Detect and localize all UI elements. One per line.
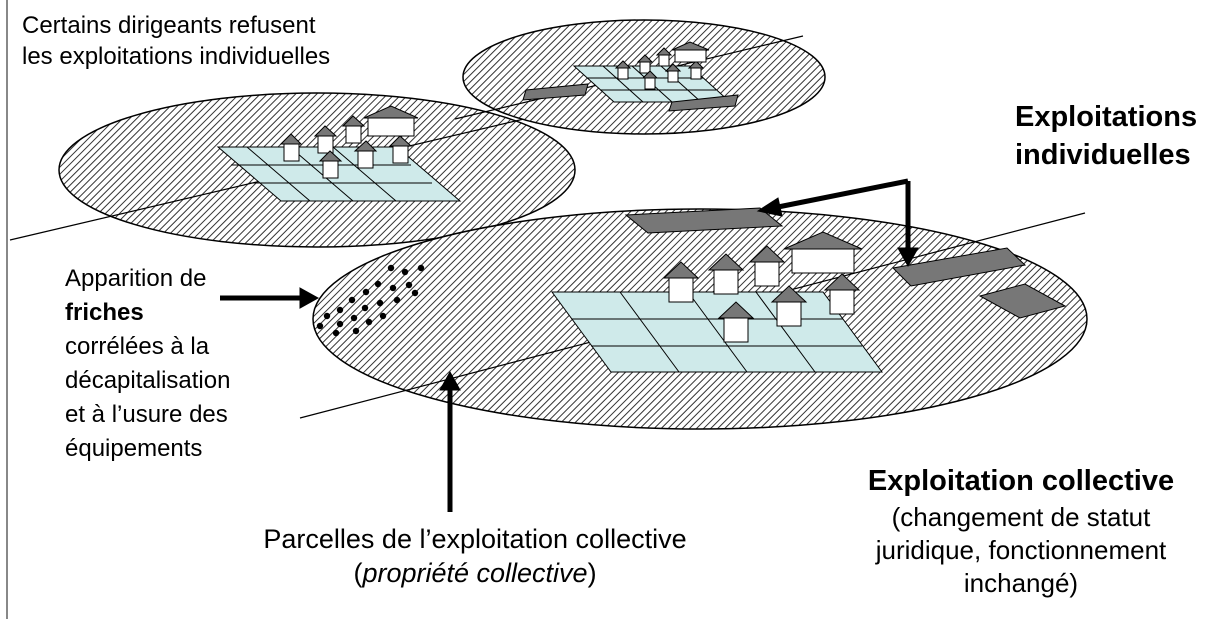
- house: [662, 261, 700, 303]
- house: [664, 63, 682, 83]
- label-line-2: (propriété collective): [185, 556, 765, 590]
- arrow-to-individual-plot: [772, 178, 909, 211]
- label-line: inchangé): [963, 568, 1079, 598]
- label-line: Exploitations: [1015, 101, 1198, 133]
- building: [783, 231, 863, 274]
- house: [687, 60, 705, 80]
- house: [353, 140, 378, 169]
- label-line: (changement de statut: [891, 502, 1151, 532]
- label-line: les exploitations individuelles: [22, 43, 331, 70]
- house: [770, 285, 808, 327]
- house: [707, 253, 745, 295]
- house: [636, 54, 654, 74]
- label-exploitation-collective: Exploitation collective (changement de s…: [826, 461, 1216, 600]
- arrowhead: [756, 197, 783, 217]
- label-exploitations-individuelles: Exploitations individuelles: [1015, 98, 1229, 174]
- house: [614, 60, 632, 80]
- label-line: individuelles: [1015, 139, 1191, 171]
- building: [363, 105, 419, 137]
- arrowhead: [299, 287, 320, 309]
- individual-plot: [978, 283, 1067, 319]
- house: [655, 47, 673, 67]
- individual-plot: [624, 207, 784, 234]
- house: [388, 135, 413, 164]
- individual-plot: [668, 94, 739, 112]
- label-line: et à l’usure des: [65, 401, 228, 428]
- house: [641, 70, 659, 90]
- label-dirigeants-refusent: Certains dirigeants refusent les exploit…: [22, 10, 330, 72]
- label-line: corrélées à la: [65, 333, 210, 360]
- village-main: [299, 207, 1088, 430]
- individual-plot: [522, 83, 589, 101]
- house: [748, 245, 786, 287]
- house: [717, 301, 755, 343]
- label-line: Parcelles de l’exploitation collective: [263, 524, 687, 554]
- label-apparition-friches: Apparition de friches corrélées à la déc…: [65, 262, 230, 466]
- arrowhead: [897, 247, 919, 268]
- house: [823, 273, 861, 315]
- village-topleft: [9, 92, 576, 248]
- label-line: Apparition de: [65, 265, 207, 292]
- label-parcelles-collective: Parcelles de l’exploitation collective (…: [185, 522, 765, 590]
- individual-plot: [891, 247, 1027, 287]
- label-line-bold: friches: [65, 299, 144, 326]
- label-line: Certains dirigeants refusent: [22, 12, 316, 39]
- building: [671, 41, 710, 63]
- arrowhead: [439, 370, 461, 391]
- label-line: juridique, fonctionnement: [875, 535, 1167, 565]
- house: [318, 150, 343, 179]
- house: [341, 115, 366, 144]
- house: [313, 125, 338, 154]
- label-italic: propriété collective: [362, 558, 588, 588]
- paren-close: ): [587, 558, 597, 588]
- label-title: Exploitation collective: [867, 465, 1175, 497]
- village-topright: [454, 19, 826, 135]
- arrows: [220, 178, 919, 512]
- paren-open: (: [353, 558, 363, 588]
- label-line: équipements: [65, 435, 203, 462]
- label-line: décapitalisation: [65, 367, 231, 394]
- house: [279, 133, 303, 162]
- friches-dots: [316, 264, 425, 337]
